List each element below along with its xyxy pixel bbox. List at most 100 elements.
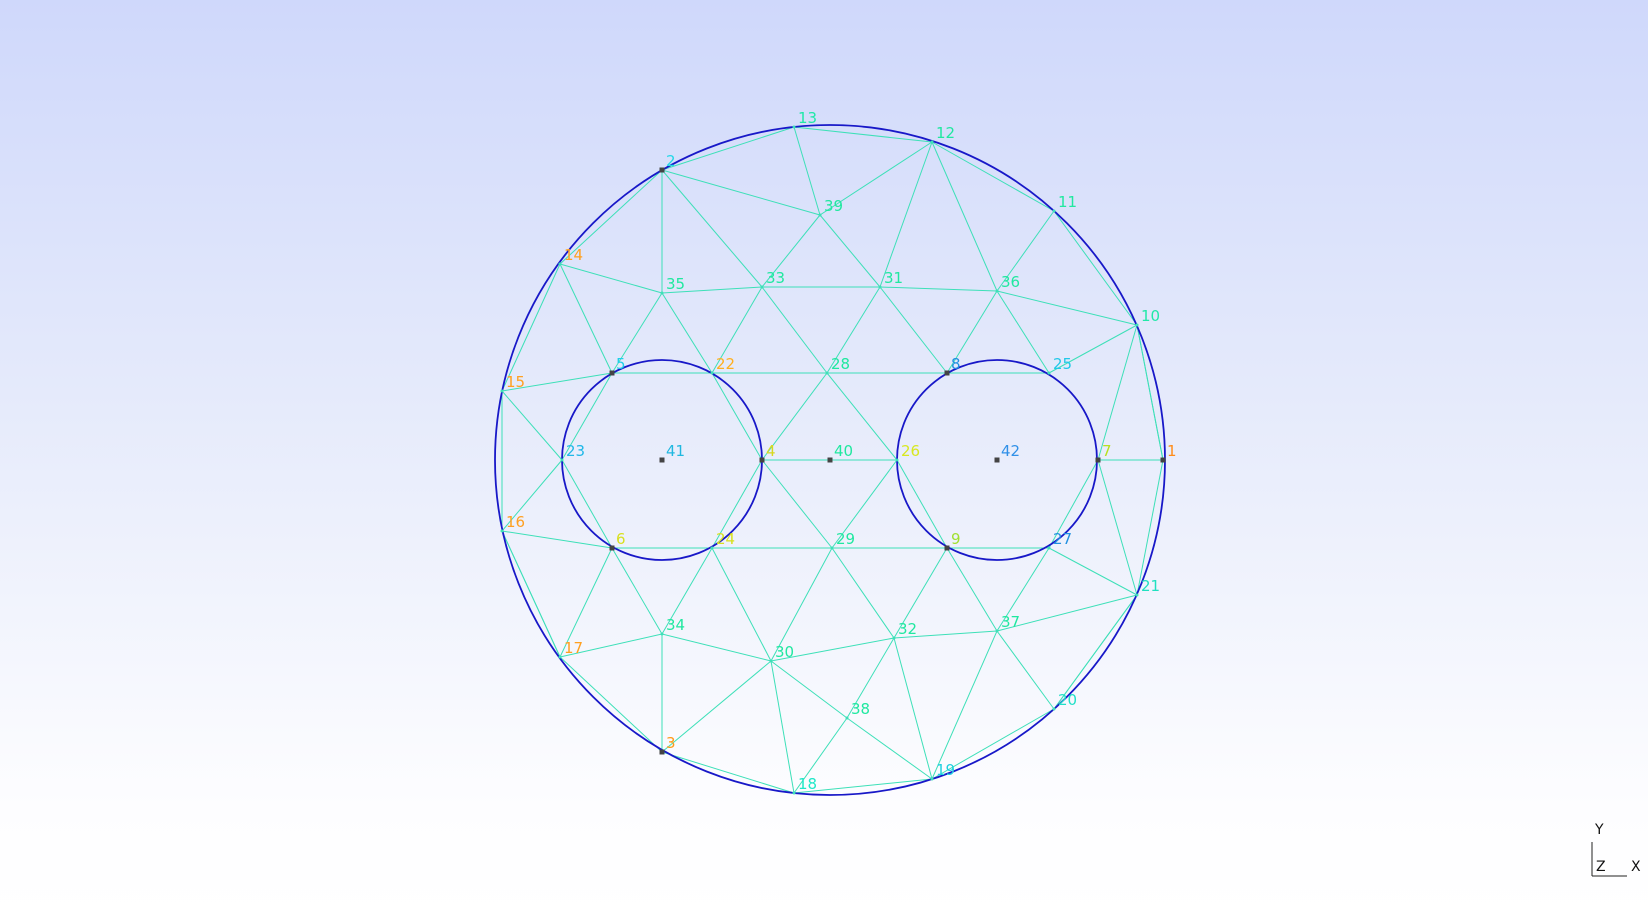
mesh-node-19[interactable]	[930, 777, 934, 781]
mesh-node-34[interactable]	[660, 632, 664, 636]
mesh-edges	[501, 126, 1164, 794]
mesh-node-22[interactable]	[710, 371, 714, 375]
mesh-points	[500, 125, 1166, 795]
mesh-node-28[interactable]	[825, 371, 829, 375]
mesh-edge-2-33	[661, 169, 763, 288]
mesh-edge-32-19	[893, 637, 933, 780]
mesh-point-42[interactable]	[994, 457, 1000, 463]
mesh-edge-35-22	[661, 292, 713, 374]
mesh-edge-33-22	[711, 286, 763, 374]
mesh-edge-10-7	[1097, 324, 1138, 461]
mesh-point-40[interactable]	[827, 457, 833, 463]
node-label-28: 28	[831, 355, 850, 373]
mesh-node-36[interactable]	[995, 289, 999, 293]
node-label-7: 7	[1102, 442, 1112, 460]
mesh-node-13[interactable]	[792, 125, 796, 129]
mesh-node-30[interactable]	[769, 659, 773, 663]
mesh-edge-12-31	[879, 141, 933, 288]
mesh-node-27[interactable]	[1047, 546, 1051, 550]
mesh-point-3[interactable]	[659, 749, 665, 755]
mesh-node-38[interactable]	[845, 716, 849, 720]
node-label-35: 35	[666, 275, 685, 293]
node-label-23: 23	[566, 442, 585, 460]
mesh-node-37[interactable]	[995, 629, 999, 633]
mesh-edge-38-19	[846, 717, 933, 780]
mesh-edge-6-17	[559, 547, 613, 658]
mesh-edge-22-4	[711, 372, 763, 461]
mesh-node-16[interactable]	[500, 529, 504, 533]
mesh-edge-4-24	[711, 459, 763, 549]
mesh-point-9[interactable]	[944, 545, 950, 551]
mesh-edge-26-9	[896, 459, 948, 549]
mesh-edge-14-35	[559, 263, 663, 294]
node-label-37: 37	[1001, 613, 1020, 631]
mesh-node-23[interactable]	[560, 458, 564, 462]
mesh-edge-15-23	[501, 390, 563, 461]
mesh-edge-21-37	[996, 594, 1138, 632]
mesh-node-29[interactable]	[830, 546, 834, 550]
mesh-node-31[interactable]	[878, 285, 882, 289]
mesh-edge-9-37	[946, 547, 998, 632]
mesh-edge-24-30	[711, 547, 772, 662]
node-label-31: 31	[884, 269, 903, 287]
mesh-point-2[interactable]	[659, 167, 665, 173]
mesh-node-26[interactable]	[895, 458, 899, 462]
node-label-13: 13	[798, 109, 817, 127]
mesh-edge-12-36	[931, 141, 998, 292]
mesh-node-11[interactable]	[1052, 209, 1056, 213]
mesh-edge-10-36	[996, 290, 1138, 326]
mesh-edge-30-18	[770, 660, 795, 794]
mesh-node-20[interactable]	[1052, 707, 1056, 711]
mesh-edge-30-38	[770, 660, 848, 719]
mesh-node-24[interactable]	[710, 546, 714, 550]
node-label-34: 34	[666, 616, 685, 634]
mesh-edge-31-28	[826, 286, 881, 374]
mesh-node-32[interactable]	[892, 636, 896, 640]
node-label-16: 16	[506, 513, 525, 531]
mesh-edge-36-25	[996, 290, 1050, 374]
x-axis-label: X	[1631, 859, 1641, 875]
node-label-10: 10	[1141, 307, 1160, 325]
mesh-node-10[interactable]	[1135, 323, 1139, 327]
mesh-edge-36-8	[946, 290, 998, 374]
mesh-node-25[interactable]	[1047, 371, 1051, 375]
mesh-edge-14-5	[559, 263, 613, 374]
mesh-edge-12-39	[819, 141, 933, 216]
mesh-node-15[interactable]	[500, 389, 504, 393]
mesh-edge-31-8	[879, 286, 948, 374]
mesh-edge-18-19	[793, 778, 933, 794]
mesh-point-7[interactable]	[1095, 457, 1101, 463]
node-label-1: 1	[1167, 442, 1177, 460]
mesh-node-14[interactable]	[558, 262, 562, 266]
node-label-14: 14	[564, 246, 583, 264]
mesh-point-1[interactable]	[1160, 457, 1166, 463]
mesh-node-18[interactable]	[792, 791, 796, 795]
mesh-point-41[interactable]	[659, 457, 665, 463]
mesh-node-12[interactable]	[930, 140, 934, 144]
mesh-edge-31-36	[879, 286, 998, 292]
mesh-point-4[interactable]	[759, 457, 765, 463]
mesh-edge-30-32	[770, 637, 895, 662]
mesh-edge-26-29	[831, 459, 898, 549]
mesh-edge-32-37	[893, 630, 998, 639]
mesh-edge-35-5	[611, 292, 663, 374]
node-label-3: 3	[666, 734, 676, 752]
mesh-node-33[interactable]	[760, 285, 764, 289]
mesh-edge-2-39	[661, 169, 821, 216]
node-labels: 1234567891011121314151617181920212223242…	[506, 109, 1177, 793]
mesh-edge-5-23	[561, 372, 613, 461]
mesh-node-17[interactable]	[558, 655, 562, 659]
mesh-point-8[interactable]	[944, 370, 950, 376]
node-label-36: 36	[1001, 273, 1020, 291]
mesh-edge-16-23	[501, 459, 563, 532]
mesh-point-5[interactable]	[609, 370, 615, 376]
mesh-node-39[interactable]	[818, 213, 822, 217]
node-label-2: 2	[666, 152, 676, 170]
z-axis-label: Z	[1596, 859, 1606, 875]
mesh-node-35[interactable]	[660, 291, 664, 295]
mesh-edge-16-6	[501, 530, 613, 549]
mesh-node-21[interactable]	[1135, 593, 1139, 597]
mesh-point-6[interactable]	[609, 545, 615, 551]
